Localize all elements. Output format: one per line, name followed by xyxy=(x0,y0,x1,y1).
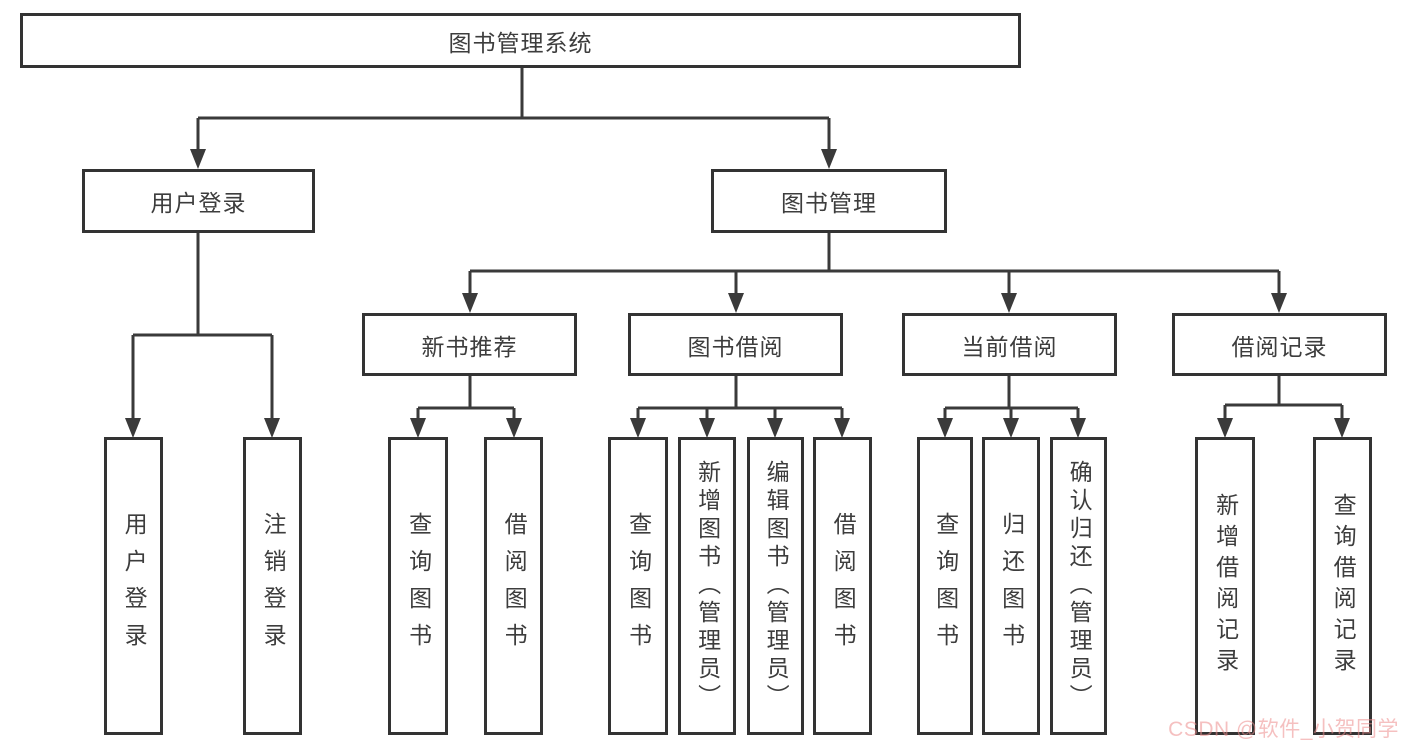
node-root-label: 图书管理系统 xyxy=(448,29,593,56)
leaf-return-books-label: 归还图书 xyxy=(998,512,1025,660)
arrowhead xyxy=(1070,418,1086,438)
leaf-borrow-books-1: 借阅图书 xyxy=(484,437,543,735)
leaf-query-books-2-label: 查询图书 xyxy=(625,512,652,660)
arrowhead xyxy=(834,418,850,438)
leaf-query-books-1-label: 查询图书 xyxy=(405,512,432,660)
node-current-borrowing: 当前借阅 xyxy=(902,313,1117,376)
node-borrowing-records-label: 借阅记录 xyxy=(1231,333,1328,360)
node-new-book-recommend-label: 新书推荐 xyxy=(421,333,518,360)
leaf-confirm-return-admin: 确认归还（管理员） xyxy=(1050,437,1107,735)
arrowhead xyxy=(190,149,206,169)
leaf-add-borrow-record-label: 新增借阅记录 xyxy=(1212,493,1239,679)
leaf-add-borrow-record: 新增借阅记录 xyxy=(1195,437,1255,735)
leaf-user-login-label: 用户登录 xyxy=(121,512,148,660)
node-book-management-label: 图书管理 xyxy=(781,190,877,216)
arrowhead xyxy=(1003,418,1019,438)
arrowhead xyxy=(1334,418,1350,438)
arrowhead xyxy=(1001,293,1017,313)
leaf-borrow-books-2: 借阅图书 xyxy=(813,437,872,735)
node-user-login: 用户登录 xyxy=(82,169,315,233)
leaf-query-books-2: 查询图书 xyxy=(608,437,668,735)
arrowhead xyxy=(125,418,141,438)
arrowhead xyxy=(699,418,715,438)
leaf-query-books-1: 查询图书 xyxy=(388,437,448,735)
arrowhead xyxy=(410,418,426,438)
node-root: 图书管理系统 xyxy=(20,13,1021,68)
node-book-borrowing-label: 图书借阅 xyxy=(687,333,784,360)
node-book-management: 图书管理 xyxy=(711,169,947,233)
arrowhead xyxy=(937,418,953,438)
node-user-login-label: 用户登录 xyxy=(150,190,247,216)
leaf-return-books: 归还图书 xyxy=(982,437,1040,735)
node-current-borrowing-label: 当前借阅 xyxy=(961,333,1058,360)
arrowhead xyxy=(506,418,522,438)
leaf-add-books-admin-label: 新增图书（管理员） xyxy=(694,460,721,712)
node-book-borrowing: 图书借阅 xyxy=(628,313,843,376)
leaf-borrow-books-2-label: 借阅图书 xyxy=(830,512,857,660)
leaf-query-books-3: 查询图书 xyxy=(917,437,973,735)
leaf-edit-books-admin-label: 编辑图书（管理员） xyxy=(763,460,790,712)
arrowhead xyxy=(264,418,280,438)
leaf-logout: 注销登录 xyxy=(243,437,302,735)
leaf-edit-books-admin: 编辑图书（管理员） xyxy=(747,437,804,735)
leaf-query-borrow-record: 查询借阅记录 xyxy=(1313,437,1372,735)
arrowhead xyxy=(462,293,478,313)
csdn-watermark: CSDN @软件_小贺同学 xyxy=(1168,718,1399,741)
node-borrowing-records: 借阅记录 xyxy=(1172,313,1387,376)
node-new-book-recommend: 新书推荐 xyxy=(362,313,577,376)
leaf-logout-label: 注销登录 xyxy=(260,512,287,660)
leaf-query-books-3-label: 查询图书 xyxy=(932,512,959,660)
leaf-query-borrow-record-label: 查询借阅记录 xyxy=(1330,493,1357,679)
arrowhead xyxy=(1271,293,1287,313)
arrowhead xyxy=(821,149,837,169)
arrowhead xyxy=(630,418,646,438)
arrowhead xyxy=(728,293,744,313)
leaf-user-login: 用户登录 xyxy=(104,437,163,735)
leaf-add-books-admin: 新增图书（管理员） xyxy=(678,437,736,735)
leaf-borrow-books-1-label: 借阅图书 xyxy=(501,512,528,660)
arrowhead xyxy=(1217,418,1233,438)
arrowhead xyxy=(767,418,783,438)
leaf-confirm-return-admin-label: 确认归还（管理员） xyxy=(1066,460,1093,712)
